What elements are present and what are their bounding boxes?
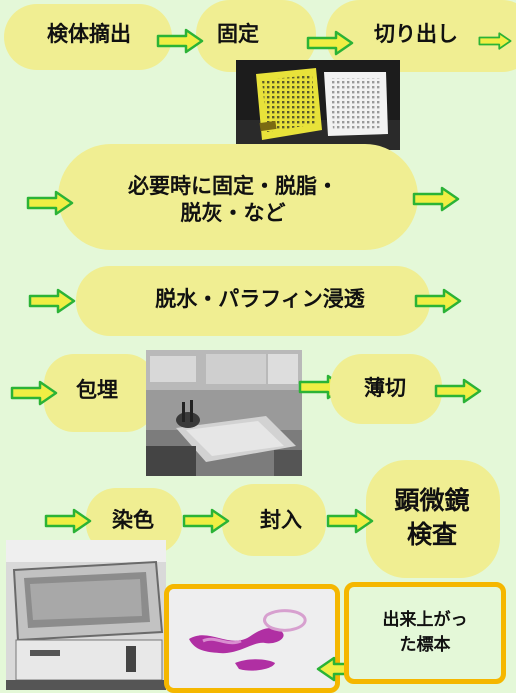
step-trimming-label: 切り出し <box>374 22 458 47</box>
step-pretreatment-line2: 脱灰・など <box>180 201 286 225</box>
slide-photo <box>164 584 340 693</box>
step-excision-pill <box>4 4 172 70</box>
step-microscopy-line1: 顕微鏡 <box>394 486 470 516</box>
arrow-out-of-sectioning <box>434 378 482 404</box>
arrow-into-dehydration <box>28 288 76 314</box>
step-mounting-pill <box>222 484 326 556</box>
arrow-trimming-next <box>478 28 512 54</box>
step-pretreatment-pill <box>58 144 418 250</box>
step-pretreatment-line1: 必要時に固定・脱脂・ <box>128 173 338 198</box>
arrow-into-embedding <box>10 380 58 406</box>
finished-specimen-line2: た標本 <box>399 635 451 655</box>
finished-specimen-box <box>344 582 506 684</box>
finished-specimen-label: 出来上がっ た標本 <box>352 594 498 672</box>
step-dehydration-pill <box>76 266 430 336</box>
arrow-staining-to-mounting <box>182 508 230 534</box>
step-microscopy-line2: 検査 <box>406 520 457 549</box>
finished-specimen-line1: 出来上がっ <box>382 609 468 630</box>
arrow-out-of-pretreatment <box>412 186 460 212</box>
step-microscopy-label: 顕微鏡 検査 <box>376 476 488 560</box>
arrow-into-staining <box>44 508 92 534</box>
step-sectioning-pill <box>330 354 442 424</box>
step-dehydration-label: 脱水・パラフィン浸透 <box>155 287 365 312</box>
step-pretreatment-label: 必要時に固定・脱脂・ 脱灰・など <box>90 164 376 236</box>
step-embedding-label: 包埋 <box>76 378 118 403</box>
arrow-excision-to-fixation <box>156 28 204 54</box>
cassette-photo <box>236 60 400 150</box>
arrow-into-pretreatment <box>26 190 74 216</box>
embedding-station-photo <box>146 350 302 476</box>
arrow-fixation-to-trimming <box>306 30 354 56</box>
step-fixation-label: 固定 <box>217 22 259 47</box>
stainer-photo <box>6 540 166 690</box>
step-microscopy-pill <box>366 460 500 578</box>
arrow-out-of-dehydration <box>414 288 462 314</box>
step-mounting-label: 封入 <box>260 508 302 533</box>
step-staining-label: 染色 <box>112 508 154 533</box>
step-sectioning-label: 薄切 <box>364 376 406 401</box>
step-embedding-pill <box>44 354 156 432</box>
step-excision-label: 検体摘出 <box>47 22 131 47</box>
arrow-mounting-to-microscopy <box>326 508 374 534</box>
